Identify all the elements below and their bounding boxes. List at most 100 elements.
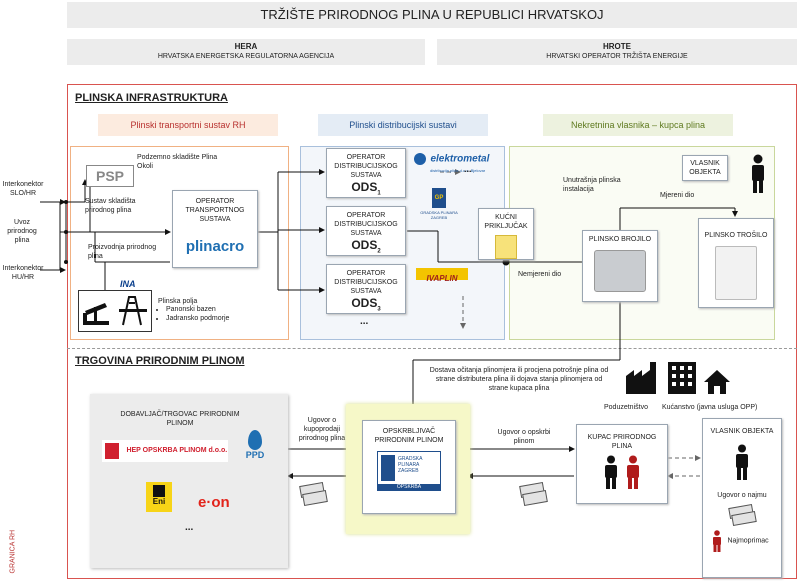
psp-logo: PSP — [86, 165, 134, 187]
hrote-box: HROTE HRVATSKI OPERATOR TRŽIŠTA ENERGIJE — [437, 39, 797, 65]
elektrometal-icon — [414, 152, 426, 165]
ivaplin-logo-text: IVAPLIN — [426, 274, 458, 283]
import-label: Uvoz prirodnog plina — [7, 219, 37, 244]
ods2-box: OPERATOR DISTRIBUCIJSKOG SUSTAVA ODS2 — [326, 206, 406, 256]
hera-name: HERA — [234, 42, 258, 51]
measured-label: Mjereni dio — [660, 192, 695, 199]
meter-label: PLINSKO BROJILO — [588, 236, 652, 243]
plinacro-logo: plinacro — [185, 238, 245, 255]
col-transport-label: Plinski transportni sustav RH — [130, 120, 246, 130]
storage-label: Podzemno skladište Plina Okoli — [137, 154, 218, 170]
tenant-label: Najmoprimac — [727, 537, 769, 545]
meter-box: PLINSKO BROJILO — [582, 230, 658, 302]
ods1-sub: 1 — [377, 190, 381, 197]
gas-fields-title: Plinska polja — [158, 298, 198, 305]
gpz-retail-icon — [381, 455, 395, 481]
gpz-logo-text: GRADSKA PLINARA ZAGREB — [420, 210, 458, 220]
section-separator — [67, 348, 797, 349]
ods3-title: ODS3 — [327, 296, 405, 312]
ods2-title: ODS2 — [327, 238, 405, 254]
ods2-sub: 2 — [377, 248, 381, 255]
ods1-box: OPERATOR DISTRIBUCIJSKOG SUSTAVA ODS1 — [326, 148, 406, 198]
gas-fields-list: Panonski bazen Jadransko podmorje — [150, 305, 229, 323]
gpz-icon: GP — [432, 188, 446, 208]
owner-person-icon — [752, 154, 764, 193]
elektrometal-logo-text: elektrometal — [430, 153, 490, 165]
hrote-full: HRVATSKI OPERATOR TRŽIŠTA ENERGIJE — [546, 53, 688, 60]
reading-note: Dostava očitanja plinomjera ili procjena… — [429, 367, 609, 392]
gas-field-item: Jadransko podmorje — [166, 314, 229, 323]
person-red-icon — [627, 455, 640, 489]
col-distrib-header: Plinski distribucijski sustavi — [318, 114, 488, 136]
contract-supply-label: Ugovor o opskrbi plinom — [497, 429, 551, 445]
appliance-box: PLINSKO TROŠILO — [698, 218, 774, 308]
ods3-box: OPERATOR DISTRIBUCIJSKOG SUSTAVA ODS3 — [326, 264, 406, 314]
storage-system-label: Sustav skladišta prirodnog plina — [85, 198, 136, 214]
owner-label-bottom: VLASNIK OBJEKTA — [710, 428, 774, 435]
tenant-row: Najmoprimac — [703, 530, 781, 552]
customer-label: KUPAC PRIRODNOG PLINA — [587, 434, 657, 450]
customer-people — [577, 455, 667, 494]
eni-logo-text: Eni — [152, 497, 166, 506]
ods-label: OPERATOR DISTRIBUCIJSKOG SUSTAVA — [334, 154, 398, 179]
owner-label-top: VLASNIK OBJEKTA — [689, 160, 721, 176]
tenant-person-icon — [713, 530, 721, 552]
hera-full: HRVATSKA ENERGETSKA REGULATORNA AGENCIJA — [157, 53, 335, 60]
hep-icon — [105, 443, 119, 459]
hep-logo-text: HEP OPSKRBA PLINOM d.o.o. — [126, 447, 228, 454]
supplier-panel — [90, 394, 288, 568]
production-label: Proizvodnja prirodnog plina — [88, 244, 157, 260]
gas-field-item: Panonski bazen — [166, 305, 229, 314]
elektrometal-sub: distribucija plina d.o.o. Bjelovar — [430, 168, 486, 173]
ods1-name: ODS — [351, 180, 378, 194]
connection-box-icon — [495, 235, 517, 259]
person-black-icon — [604, 455, 617, 489]
eon-logo: e·on — [198, 494, 230, 511]
building-icon — [668, 362, 696, 394]
ppd-logo: PPD — [238, 430, 272, 470]
tso-label: OPERATOR TRANSPORTNOG SUSTAVA — [185, 198, 245, 223]
col-property-label: Nekretnina vlasnika – kupca plina — [570, 120, 706, 130]
psp-logo-text: PSP — [95, 168, 124, 184]
hep-logo: HEP OPSKRBA PLINOM d.o.o. — [102, 440, 228, 462]
ppd-logo-text: PPD — [245, 450, 265, 460]
col-distrib-label: Plinski distribucijski sustavi — [349, 120, 457, 130]
ods-label: OPERATOR DISTRIBUCIJSKOG SUSTAVA — [334, 270, 398, 295]
eni-logo: Eni — [146, 482, 172, 512]
interconnector-hu-label: Interkonektor HU/HR — [2, 265, 44, 281]
oil-rig-icon — [83, 296, 147, 326]
supplier-title: DOBAVLJAČ/TRGOVAC PRIRODNIM PLINOM — [120, 411, 240, 427]
gpz-retail-logo: GRADSKA PLINARA ZAGREB OPSKRBA — [377, 451, 441, 491]
factory-icon — [626, 362, 656, 394]
col-property-header: Nekretnina vlasnika – kupca plina — [543, 114, 733, 136]
hera-box: HERA HRVATSKA ENERGETSKA REGULATORNA AGE… — [67, 39, 425, 65]
ods-label: OPERATOR DISTRIBUCIJSKOG SUSTAVA — [334, 212, 398, 237]
house-icon — [704, 370, 730, 394]
page-title-bar: TRŽIŠTE PRIRODNOG PLINA U REPUBLICI HRVA… — [67, 2, 797, 28]
owner-box-top: VLASNIK OBJEKTA — [682, 155, 728, 181]
meter-icon — [594, 250, 646, 292]
hrote-name: HROTE — [603, 42, 631, 51]
house-connection-label: KUĆNI PRIKLJUČAK — [484, 214, 528, 230]
eni-dog-icon — [153, 485, 165, 497]
customer-box: KUPAC PRIRODNOG PLINA — [576, 424, 668, 504]
house-connection-box: KUĆNI PRIKLJUČAK — [478, 208, 534, 260]
ods-dots-right: ... — [464, 164, 472, 174]
ods3-sub: 3 — [377, 306, 381, 313]
owner-person-icon-bottom — [736, 444, 748, 480]
lease-label: Ugovor o najmu — [717, 492, 767, 499]
page-title: TRŽIŠTE PRIRODNOG PLINA U REPUBLICI HRVA… — [260, 7, 604, 22]
unmeasured-label: Nemjereni dio — [518, 271, 562, 278]
ods3-name: ODS — [351, 296, 378, 310]
business-label: Poduzetništvo — [604, 404, 648, 411]
ivaplin-logo: IVAPLIN — [416, 268, 468, 283]
gpz-logo: GP GRADSKA PLINARA ZAGREB — [418, 188, 460, 220]
retailer-title: OPSKRBLJIVAČ PRIRODNIM PLINOM — [374, 428, 444, 444]
household-label: Kućanstvo (javna usluga OPP) — [662, 404, 758, 411]
money-icon-mid — [519, 482, 548, 506]
money-icon-right — [728, 503, 757, 527]
money-icon-left — [299, 482, 328, 506]
gas-field-illustration — [78, 290, 152, 332]
retailer-box: OPSKRBLJIVAČ PRIRODNIM PLINOM GRADSKA PL… — [362, 420, 456, 514]
